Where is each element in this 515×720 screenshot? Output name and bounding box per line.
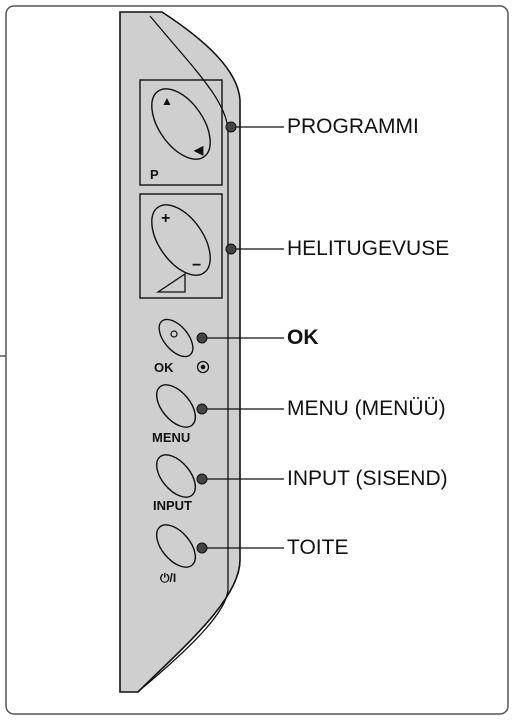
input-caption: INPUT [153,498,192,513]
volume-ramp-icon [155,272,186,293]
volume-button[interactable]: + − [139,193,223,299]
volume-rocker[interactable] [140,195,222,286]
program-button-frame [139,79,223,186]
side-panel [119,11,241,693]
volume-plus-icon: + [161,210,170,227]
leader-menu [196,403,284,415]
leader-dot-helitugevuse [225,243,237,255]
power-icon: ⏻/I [160,571,176,585]
volume-button-frame [139,193,223,299]
frame-border [5,5,509,715]
label-menu: MENU (MENÜÜ) [287,397,446,420]
ok-button[interactable]: OK [153,313,210,375]
ok-indicator-dot [200,364,206,370]
input-button[interactable]: INPUT [149,448,203,513]
program-button[interactable]: ▲ ◀ P [139,79,223,186]
program-down-icon: ◀ [193,143,204,157]
label-ok: OK [287,326,319,349]
leader-input [196,473,284,485]
label-helitugevuse: HELITUGEVUSE [287,237,450,260]
label-programmi: PROGRAMMI [287,115,419,138]
ok-indicator-icon [196,360,210,374]
ok-key[interactable] [153,313,200,362]
leader-dot-input [196,473,208,485]
power-key[interactable] [149,518,203,574]
program-rocker[interactable] [140,79,222,170]
label-input: INPUT (SISEND) [287,467,448,490]
ok-key-dot [170,330,178,338]
label-toite: TOITE [287,536,349,559]
leader-ok [196,332,284,344]
leader-helitugevuse [225,243,284,255]
leader-dot-menu [196,403,208,415]
program-up-icon: ▲ [161,94,173,108]
leader-dot-toite [196,542,208,554]
leader-programmi [225,121,284,133]
input-key[interactable] [149,448,203,504]
volume-minus-icon: − [192,257,201,274]
power-button[interactable]: ⏻/I [149,518,203,585]
menu-key[interactable] [149,378,203,434]
menu-button[interactable]: MENU [149,378,203,445]
leader-dot-programmi [225,121,237,133]
panel-inner-edge [139,15,229,691]
program-caption: P [150,167,159,182]
ok-caption: OK [154,360,174,375]
leader-toite [196,542,284,554]
menu-caption: MENU [152,430,190,445]
leader-dot-ok [196,332,208,344]
